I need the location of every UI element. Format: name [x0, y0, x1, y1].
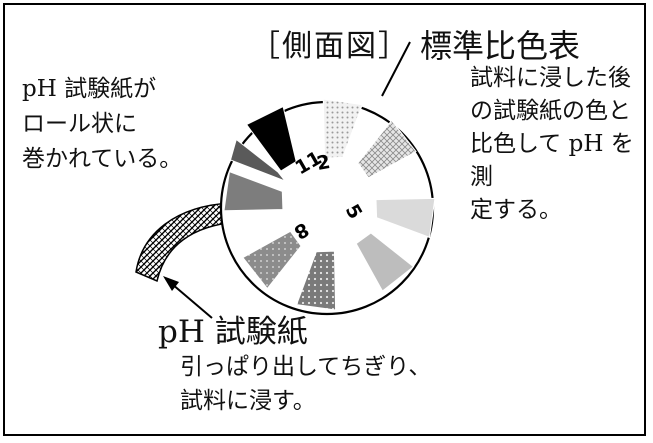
color-segment-8	[223, 171, 284, 212]
arrow-head-icon	[163, 276, 179, 291]
scale-number-2: 2	[315, 151, 332, 175]
color-segment-6	[295, 250, 337, 311]
color-chart-title: 標準比色表	[420, 27, 581, 65]
color-segment-7	[242, 230, 302, 290]
color-segment-2	[322, 98, 363, 159]
color-segment-5	[355, 232, 415, 292]
color-segment-4	[375, 197, 436, 239]
color-segment-3	[357, 119, 417, 179]
color-segment-1	[245, 105, 297, 172]
test-paper-title: pH 試験紙	[158, 314, 308, 350]
test-paper-description: 引っぱり出してちぎり、 試料に浸す。	[180, 354, 432, 414]
color-chart-description: 試料に浸した後 の試験紙の色と 比色して pH を測 定する。	[470, 65, 634, 223]
color-segments	[223, 98, 436, 311]
side-view-label: ［側面図］	[250, 29, 410, 64]
paper-pointer-line	[171, 283, 213, 319]
color-segment-9	[229, 138, 287, 183]
roll-note: pH 試験紙が ロール状に 巻かれている。	[22, 76, 183, 172]
chart-pointer-line	[381, 41, 411, 97]
